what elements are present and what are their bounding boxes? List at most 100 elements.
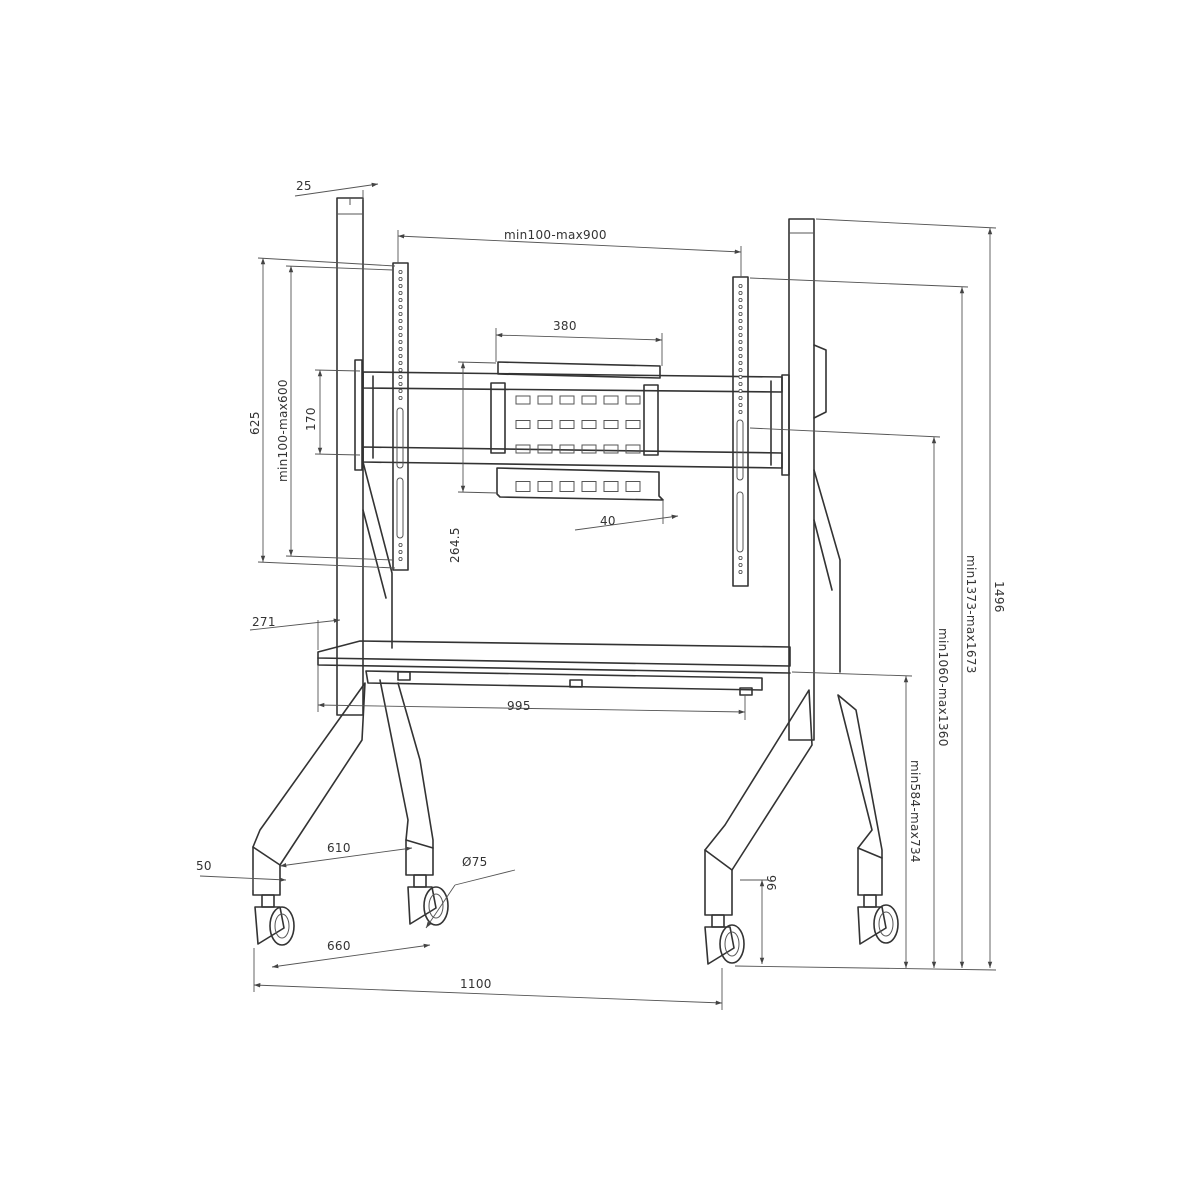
label-bracket-width: 380 <box>553 319 577 333</box>
right-brace <box>813 469 841 673</box>
mount-hole <box>738 339 743 344</box>
mount-hole <box>738 570 743 575</box>
mount-hole <box>738 353 743 358</box>
mount-hole <box>398 388 403 393</box>
mount-hole <box>738 332 743 337</box>
plate-slot <box>537 444 553 454</box>
plate-slot <box>537 481 553 492</box>
mount-hole <box>738 297 743 302</box>
mount-hole <box>738 563 743 568</box>
mount-hole <box>738 318 743 323</box>
plate-slot <box>515 444 531 454</box>
plate-slot <box>581 395 597 405</box>
mount-hole <box>738 402 743 407</box>
mount-hole <box>398 276 403 281</box>
label-vesa-vertical: min100-max600 <box>276 379 290 482</box>
plate-slot <box>625 420 641 429</box>
mount-hole <box>398 311 403 316</box>
mount-hole <box>738 381 743 386</box>
mount-hole <box>398 353 403 358</box>
plate-slot <box>559 444 575 454</box>
mount-hole <box>398 318 403 323</box>
mount-hole <box>738 374 743 379</box>
dimension-lines <box>199 182 997 1010</box>
plate-slot <box>581 420 597 429</box>
right-vesa-rail <box>732 276 749 587</box>
plate-slot <box>603 395 619 405</box>
plate-slot <box>603 420 619 429</box>
mount-hole <box>738 304 743 309</box>
caster-front-right <box>704 914 745 965</box>
mount-hole <box>738 556 743 561</box>
label-caster-height: 96 <box>764 875 778 891</box>
label-overall-width: 1100 <box>460 977 492 991</box>
mount-hole <box>398 543 403 548</box>
left-base <box>252 679 434 896</box>
mount-hole <box>398 381 403 386</box>
mount-hole <box>398 395 403 400</box>
mount-hole <box>398 374 403 379</box>
mount-hole <box>738 360 743 365</box>
right-post <box>788 218 827 741</box>
label-rail-height: 625 <box>248 411 262 435</box>
plate-slot <box>625 395 641 405</box>
mount-hole <box>398 304 403 309</box>
mount-hole <box>398 283 403 288</box>
label-caster-diameter: Ø75 <box>462 855 488 869</box>
mount-hole <box>738 283 743 288</box>
label-shelf-width: 995 <box>507 699 531 713</box>
left-brace <box>362 461 393 649</box>
plate-slot <box>515 395 531 405</box>
mount-hole <box>738 388 743 393</box>
plate-slot <box>625 444 641 454</box>
mount-hole <box>398 367 403 372</box>
mount-hole <box>398 325 403 330</box>
label-bracket-drop: 264.5 <box>448 527 462 563</box>
mount-hole <box>738 367 743 372</box>
mount-hole <box>738 409 743 414</box>
plate-slot <box>581 481 597 492</box>
right-base <box>704 689 883 916</box>
label-vesa-horizontal: min100-max900 <box>504 228 607 242</box>
caster-back-left <box>407 874 449 926</box>
plate-slot <box>559 395 575 405</box>
mount-hole <box>398 360 403 365</box>
plate-slot <box>559 420 575 429</box>
shelf <box>317 640 791 696</box>
dimension-labels: 25 min100-max900 380 625 min100-max600 1… <box>196 179 1006 991</box>
cart-structure <box>252 197 899 965</box>
label-leg-offset: 50 <box>196 859 212 873</box>
plate-slot <box>515 420 531 429</box>
plate-slot <box>537 395 553 405</box>
plate-slot <box>515 481 531 492</box>
label-mount-height-center: min1060-max1360 <box>936 628 950 747</box>
mount-hole <box>738 346 743 351</box>
mount-hole <box>398 290 403 295</box>
mount-hole <box>738 325 743 330</box>
mount-hole <box>398 557 403 562</box>
center-bracket-plate <box>490 361 664 501</box>
mount-hole <box>398 269 403 274</box>
label-shelf-height: min584-max734 <box>908 760 922 863</box>
mount-hole <box>738 290 743 295</box>
mount-hole <box>398 339 403 344</box>
mount-hole <box>398 346 403 351</box>
label-bracket-depth: 40 <box>600 514 616 528</box>
mount-hole <box>398 297 403 302</box>
plate-slot <box>559 481 575 492</box>
mount-hole <box>398 550 403 555</box>
label-mount-height-top: min1373-max1673 <box>964 555 978 674</box>
mount-hole <box>738 395 743 400</box>
plate-slot <box>603 444 619 454</box>
caster-back-right <box>857 894 899 945</box>
label-leg-depth-upper: 610 <box>327 841 351 855</box>
label-shelf-offset: 271 <box>252 615 276 629</box>
mount-hole <box>738 311 743 316</box>
left-post <box>336 197 364 716</box>
label-overall-height: 1496 <box>992 581 1006 613</box>
mount-hole <box>398 332 403 337</box>
label-post-width: 25 <box>296 179 312 193</box>
caster-front-left <box>254 894 295 946</box>
left-vesa-rail <box>392 262 409 571</box>
